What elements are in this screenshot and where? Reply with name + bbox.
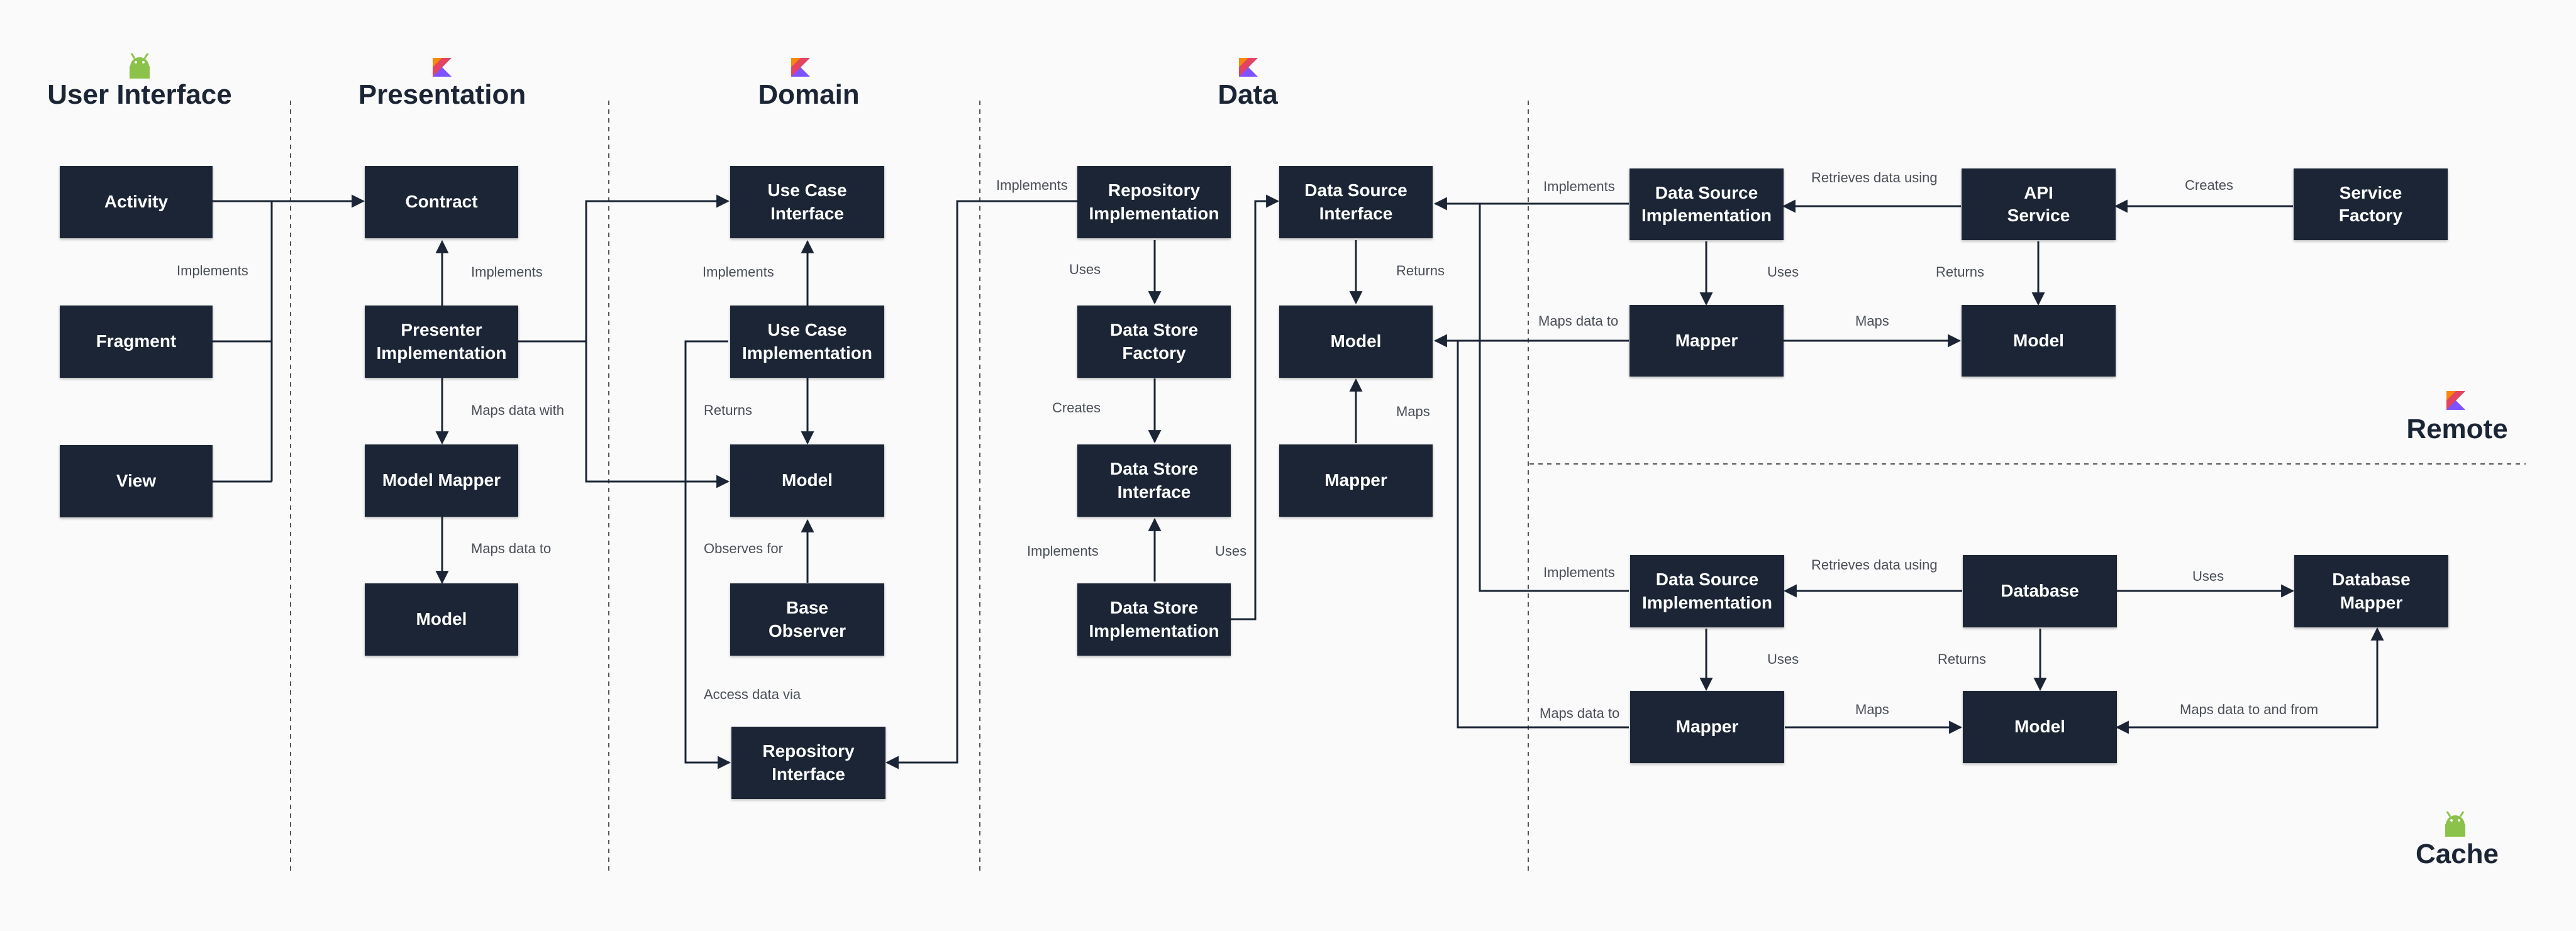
connector-dsimpl-datasource-interface (1231, 194, 1280, 620)
domain-model-box: Model (730, 444, 884, 517)
label-remote-retrieves: Retrieves data using (1811, 170, 1938, 185)
activity-box: Activity (60, 166, 213, 238)
remote-model-box: Model (1962, 305, 2116, 377)
view-box: View (60, 445, 213, 517)
android-icon (2445, 811, 2465, 837)
kotlin-icon (433, 58, 452, 77)
kotlin-icon (791, 58, 810, 77)
label-cache-uses: Uses (1767, 651, 1799, 667)
label-remote-maps-to: Maps data to (1538, 313, 1619, 329)
presentation-model-box: Model (365, 583, 518, 656)
connectors (213, 194, 2384, 769)
api-service-box: API Service (1962, 168, 2116, 240)
model-mapper-box: Model Mapper (365, 444, 518, 517)
kotlin-icon (2446, 391, 2465, 410)
label-presentation-implements: Implements (471, 264, 543, 280)
label-domain-returns: Returns (704, 402, 753, 418)
cache-model-box: Model (1963, 691, 2117, 763)
section-title-cache: Cache (2415, 839, 2499, 869)
connector-presenter-usecase-interface (518, 194, 730, 343)
database-mapper-box: Database Mapper (2294, 555, 2448, 627)
base-observer-box: Base Observer (730, 583, 884, 656)
connector-presenter-domain-model (585, 341, 730, 488)
section-title-domain: Domain (758, 79, 860, 110)
data-store-factory-box: Data Store Factory (1077, 306, 1231, 378)
label-remote-implements: Implements (1543, 179, 1615, 194)
label-data-maps: Maps (1396, 404, 1430, 419)
label-domain-access-data-via: Access data via (704, 686, 801, 702)
cache-data-source-implementation-box: Data Source Implementation (1630, 555, 1784, 627)
label-data-creates: Creates (1052, 400, 1101, 416)
label-remote-creates: Creates (2185, 177, 2234, 193)
android-icon (130, 53, 150, 79)
repository-implementation-box: Repository Implementation (1077, 166, 1231, 238)
connector-cache-impl-dsinterface (1479, 204, 1629, 592)
cache-mapper-box: Mapper (1630, 691, 1784, 763)
presenter-implementation-box: Presenter Implementation (365, 306, 518, 378)
section-title-remote: Remote (2406, 414, 2508, 444)
connector-repoimpl-repointerface (885, 200, 1077, 769)
label-cache-retrieves: Retrieves data using (1811, 557, 1938, 573)
section-title-presentation: Presentation (358, 79, 526, 110)
label-remote-maps: Maps (1855, 313, 1889, 329)
label-cache-maps-to-from: Maps data to and from (2180, 702, 2319, 717)
label-data-uses-store: Uses (1215, 543, 1247, 559)
label-cache-uses-database-mapper: Uses (2192, 568, 2224, 584)
remote-mapper-box: Mapper (1629, 305, 1784, 377)
label-cache-maps: Maps (1855, 702, 1889, 717)
use-case-interface-box: Use Case Interface (730, 166, 884, 238)
repository-interface-box: Repository Interface (731, 727, 886, 799)
label-data-uses: Uses (1069, 262, 1101, 277)
contract-box: Contract (365, 166, 518, 238)
label-data-returns: Returns (1396, 263, 1445, 278)
label-presentation-maps-with: Maps data with (471, 402, 564, 418)
label-data-implements-store: Implements (1027, 543, 1099, 559)
connector-usecase-repository (684, 340, 731, 769)
label-domain-observes-for: Observes for (704, 541, 783, 556)
connector-cache-mapper-datamodel (1457, 341, 1629, 729)
data-store-implementation-box: Data Store Implementation (1077, 583, 1231, 656)
use-case-implementation-box: Use Case Implementation (730, 306, 884, 378)
label-ui-implements: Implements (177, 263, 248, 278)
data-model-box: Model (1279, 306, 1433, 378)
label-cache-maps-to: Maps data to (1540, 705, 1620, 721)
data-store-interface-box: Data Store Interface (1077, 444, 1231, 517)
label-cache-implements: Implements (1543, 565, 1615, 580)
service-factory-box: Service Factory (2294, 168, 2448, 240)
label-remote-returns: Returns (1936, 264, 1985, 280)
label-data-implements-repository: Implements (996, 177, 1068, 193)
data-mapper-box: Mapper (1279, 444, 1433, 517)
database-box: Database (1963, 555, 2117, 627)
label-remote-uses: Uses (1767, 264, 1799, 280)
fragment-box: Fragment (60, 306, 213, 378)
section-dividers (290, 101, 2526, 873)
section-title-user-interface: User Interface (47, 79, 232, 110)
kotlin-icon (1239, 58, 1258, 77)
connector-cache-dbmapper-model (2115, 627, 2384, 734)
data-source-interface-box: Data Source Interface (1279, 166, 1433, 238)
section-title-data: Data (1218, 79, 1278, 110)
label-domain-implements: Implements (702, 264, 774, 280)
remote-data-source-implementation-box: Data Source Implementation (1629, 168, 1784, 240)
label-cache-returns: Returns (1938, 651, 1987, 667)
label-presentation-maps-to: Maps data to (471, 541, 552, 556)
